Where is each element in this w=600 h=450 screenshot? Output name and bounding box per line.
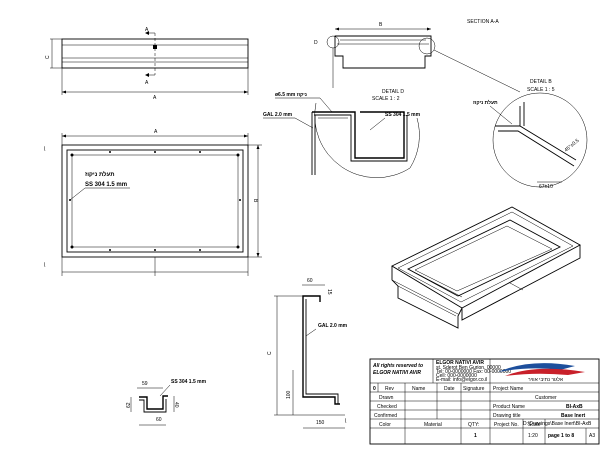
logo-text: אלגור נתיבי אוויר — [528, 376, 564, 383]
detail-b-view: DETAIL B SCALE 1 : 5 תעלת ניקוז 45°±0.5 … — [473, 79, 588, 190]
dim-b-front: B — [252, 199, 258, 203]
section-marker-a-top: A — [145, 27, 149, 33]
tb-material-label: Material — [424, 422, 442, 428]
dim-b-section: B — [379, 22, 383, 28]
detail-d-gal-label: GAL 2.0 mm — [263, 112, 293, 118]
iso-inner-frame — [407, 219, 561, 297]
tb-product-name-label: Product Name — [493, 404, 525, 410]
front-view-outline — [61, 144, 249, 258]
tb-project-no-label: Project No. — [494, 422, 519, 428]
dim-c-profile: C — [267, 351, 273, 355]
tb-company-line2: Tel: 00-0000000 Fax: 00-0000000 — [436, 369, 511, 375]
dim-15-profile: 15 — [326, 289, 332, 295]
tb-rev-label: Rev — [385, 386, 394, 392]
tb-name-label: Name — [412, 386, 426, 392]
tb-rev-zero: 0 — [373, 386, 376, 392]
detail-d-ss-label: SS 304 1.5 mm — [385, 112, 421, 118]
tb-scale-label: Scale — [528, 422, 541, 428]
section-title: SECTION A-A — [467, 19, 499, 25]
dim-a-top: A — [153, 95, 157, 101]
tb-rights: All rights reserved to — [372, 363, 423, 369]
section-profile — [334, 35, 432, 69]
profile-shape — [302, 295, 340, 405]
front-weld-symbol-top: ⌊ — [44, 146, 46, 152]
small-ss-label: SS 304 1.5 mm — [171, 379, 207, 385]
tb-qty-label: QTY: — [468, 422, 479, 428]
tb-product-name-value: BI-AxB — [566, 404, 583, 410]
detail-b-title: DETAIL B — [530, 79, 552, 85]
tb-drawing-title-value: Base Inert — [561, 413, 586, 419]
tb-color-label: Color — [379, 422, 391, 428]
dim-100-profile: 100 — [286, 390, 292, 399]
tb-confirmed-label: Confirmed — [374, 413, 397, 419]
tb-drawing-path: D:\Drawings\Base Inert\BI-AxB — [523, 421, 592, 427]
tb-checked-label: Checked — [377, 404, 397, 410]
section-marker-a-bottom: A — [145, 80, 149, 86]
detail-d-hole-label: ø6.5 mm ניקוז — [275, 92, 307, 98]
tb-rights-company: ELGOR NATIVI AVIR — [373, 370, 421, 376]
dim-59-small: 59 — [142, 381, 148, 387]
tb-date-label: Date — [444, 386, 455, 392]
detail-b-angle: 45°±0.5 — [563, 138, 580, 154]
dim-c-top: C — [45, 55, 51, 59]
detail-d-scale: SCALE 1 : 2 — [372, 96, 400, 102]
dim-62-small: 62 — [126, 402, 132, 408]
detail-b-drain-label: תעלת ניקוז — [473, 99, 498, 106]
tb-company-line3: Cell: 000-0000000 — [436, 373, 477, 379]
detail-d-marker — [326, 35, 340, 49]
small-profile-shape — [139, 395, 168, 410]
tb-project-name-label: Project Name — [493, 386, 524, 392]
tb-size-value: A3 — [589, 433, 595, 439]
detail-d-letter: D — [314, 40, 318, 46]
detail-d-arc-right — [409, 117, 420, 169]
company-logo: אלגור נתיבי אוויר — [498, 363, 585, 383]
top-view: A A C A — [45, 27, 249, 101]
detail-b-circle — [492, 92, 588, 188]
tb-page-value: page 1 to 8 — [548, 433, 574, 439]
front-ss-label: SS 304 1.5 mm — [85, 182, 127, 188]
front-view-bolts — [69, 151, 241, 251]
title-block: All rights reserved to ELGOR NATIVI AVIR… — [369, 358, 600, 445]
detail-d-title: DETAIL D — [382, 89, 404, 95]
small-profile-view: 59 SS 304 1.5 mm 62 40 60 — [126, 379, 207, 426]
tb-drawn-label: Drawn — [379, 395, 394, 401]
detail-d-profile — [312, 111, 405, 159]
profile-gal-label: GAL 2.0 mm — [318, 323, 348, 329]
iso-top-frame — [391, 206, 581, 309]
tb-signature-label: Signature — [463, 386, 485, 392]
isometric-view — [391, 206, 581, 329]
tb-customer-label: Customer — [535, 395, 557, 401]
tb-qty-value: 1 — [474, 433, 477, 439]
dim-60-profile: 60 — [307, 278, 313, 284]
section-aa-view: SECTION A-A B D — [314, 19, 521, 93]
dim-40-small: 40 — [173, 402, 179, 408]
front-drain-label: תעלת ניקוז — [85, 170, 115, 178]
front-view: A B תעלת ניקוז SS 304 1.5 mm ⌊ ⌊ — [44, 129, 262, 276]
dim-150-profile: 150 — [316, 420, 325, 426]
profile-view: 60 15 C 100 GAL 2.0 mm 150 ⌊ — [267, 278, 348, 429]
tb-drawing-title-label: Drawing title — [493, 413, 521, 419]
detail-b-marker — [418, 37, 436, 55]
profile-weld-symbol: ⌊ — [345, 418, 347, 424]
tb-company-line4: E-mail: info@elgor.co.il — [436, 377, 487, 383]
dim-a-front: A — [154, 129, 158, 135]
tb-scale-value: 1:20 — [528, 433, 538, 439]
detail-b-scale: SCALE 1 : 5 — [527, 87, 555, 93]
front-weld-symbol-bottom: ⌊ — [44, 262, 46, 268]
detail-b-dim: 67±10 — [539, 184, 553, 190]
tb-company-line1: st. Sderot Ben Gurion, 00000 — [436, 365, 501, 371]
dim-60-small: 60 — [156, 417, 162, 423]
detail-d-view: DETAIL D SCALE 1 : 2 ø6.5 mm ניקוז GAL 2… — [263, 89, 421, 178]
tb-company-name: ELGOR NATIVI AVIR — [436, 360, 484, 366]
